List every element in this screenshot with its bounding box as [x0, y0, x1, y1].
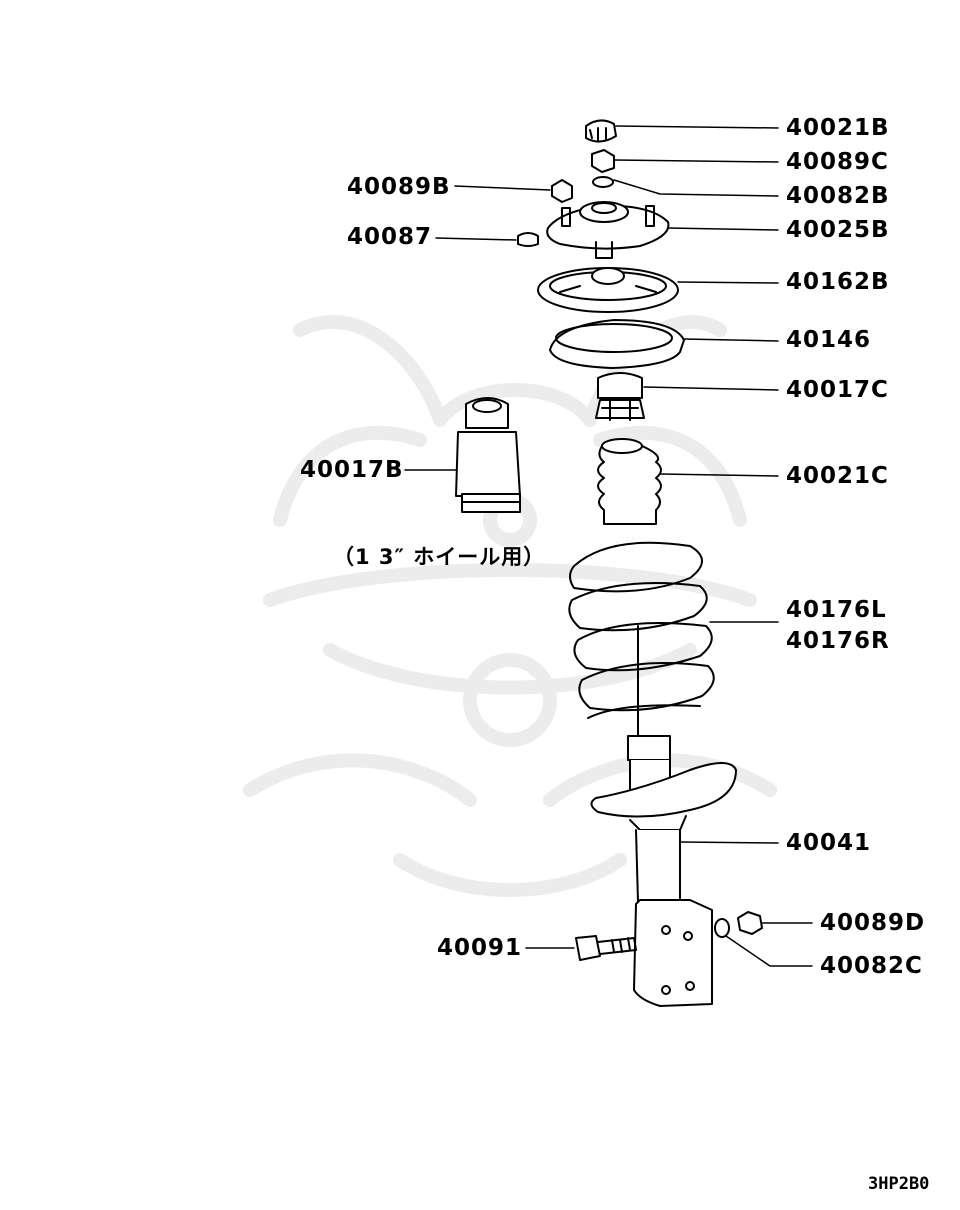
part-40041 — [590, 735, 737, 1007]
label-40176R: 40176R — [786, 628, 890, 654]
label-40089C: 40089C — [786, 149, 889, 175]
part-40087 — [517, 232, 539, 247]
part-40176 — [568, 541, 715, 739]
part-40082B — [592, 176, 614, 188]
label-40146: 40146 — [786, 327, 872, 353]
part-40089B — [551, 179, 573, 203]
part-40082C — [714, 918, 730, 938]
label-40091: 40091 — [437, 935, 523, 961]
label-40176L: 40176L — [786, 597, 887, 623]
label-40025B: 40025B — [786, 217, 890, 243]
part-40021C — [597, 438, 662, 525]
note-13-inch-wheel: （1 3″ ホイール用） — [333, 545, 546, 569]
label-40082C: 40082C — [820, 953, 923, 979]
part-40146 — [549, 319, 685, 369]
part-40017C — [595, 372, 645, 421]
label-40017C: 40017C — [786, 377, 889, 403]
part-40091 — [575, 935, 637, 961]
part-40162B — [537, 267, 679, 313]
label-40021B: 40021B — [786, 115, 890, 141]
diagram-code: 3HP2B0 — [868, 1174, 930, 1194]
label-40089B: 40089B — [347, 174, 451, 200]
label-40162B: 40162B — [786, 269, 890, 295]
leader-lines — [404, 125, 813, 967]
label-40089D: 40089D — [820, 910, 926, 936]
part-40089D — [737, 911, 763, 935]
label-40087: 40087 — [347, 224, 433, 250]
part-40017B — [455, 397, 521, 513]
label-40041: 40041 — [786, 830, 872, 856]
part-40021B — [585, 119, 617, 143]
label-40082B: 40082B — [786, 183, 890, 209]
label-40021C: 40021C — [786, 463, 889, 489]
label-40017B: 40017B — [300, 457, 404, 483]
part-40025B — [546, 201, 670, 259]
part-40089C — [591, 149, 615, 173]
